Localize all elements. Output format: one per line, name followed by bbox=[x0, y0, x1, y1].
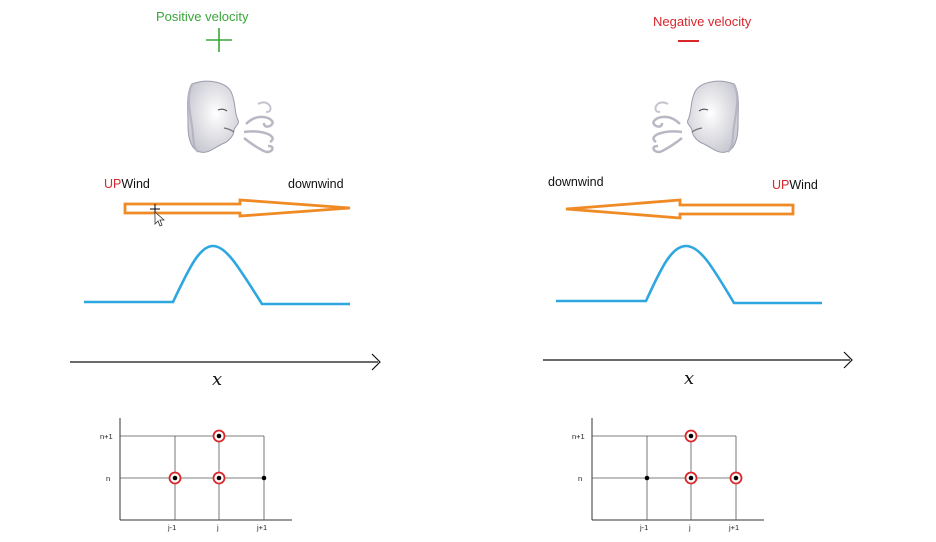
upwind-prefix: UP bbox=[104, 177, 122, 191]
col-label-j-minus-1: j-1 bbox=[168, 523, 177, 532]
row-label-n: n bbox=[578, 474, 583, 483]
wind-arrow-left bbox=[565, 198, 795, 220]
row-label-n-plus-1: n+1 bbox=[572, 432, 585, 441]
col-label-j: j bbox=[217, 523, 219, 532]
upwind-prefix: UP bbox=[772, 178, 790, 192]
wind-blowing-face-icon bbox=[652, 80, 739, 154]
plus-sign-icon bbox=[206, 28, 232, 52]
col-label-j-plus-1: j+1 bbox=[729, 523, 740, 532]
stencil-grid-left bbox=[119, 418, 292, 521]
upwind-suffix: Wind bbox=[121, 177, 150, 191]
wind-arrow-right bbox=[123, 198, 351, 218]
x-axis-label: x bbox=[684, 368, 695, 389]
move-cursor-icon bbox=[150, 204, 166, 227]
upwind-suffix: Wind bbox=[789, 178, 818, 192]
grid-point bbox=[261, 475, 267, 481]
row-label-n-plus-1: n+1 bbox=[100, 432, 113, 441]
wave-profile-curve bbox=[84, 244, 350, 306]
negative-velocity-label: Negative velocity bbox=[653, 14, 752, 29]
upwind-label: UPWind bbox=[104, 177, 150, 191]
col-label-j-minus-1: j-1 bbox=[640, 523, 649, 532]
downwind-label: downwind bbox=[548, 175, 604, 189]
wave-profile-curve bbox=[556, 244, 822, 305]
x-axis bbox=[543, 351, 853, 369]
row-label-n: n bbox=[106, 474, 111, 483]
upwind-label: UPWind bbox=[772, 178, 818, 192]
x-axis-label: x bbox=[212, 369, 223, 390]
x-axis bbox=[70, 353, 381, 371]
downwind-label: downwind bbox=[288, 177, 344, 191]
positive-velocity-label: Positive velocity bbox=[156, 9, 249, 24]
col-label-j: j bbox=[689, 523, 691, 532]
stencil-grid-right bbox=[591, 418, 764, 521]
wind-blowing-face-icon bbox=[187, 80, 274, 154]
grid-point bbox=[644, 475, 650, 481]
col-label-j-plus-1: j+1 bbox=[257, 523, 268, 532]
